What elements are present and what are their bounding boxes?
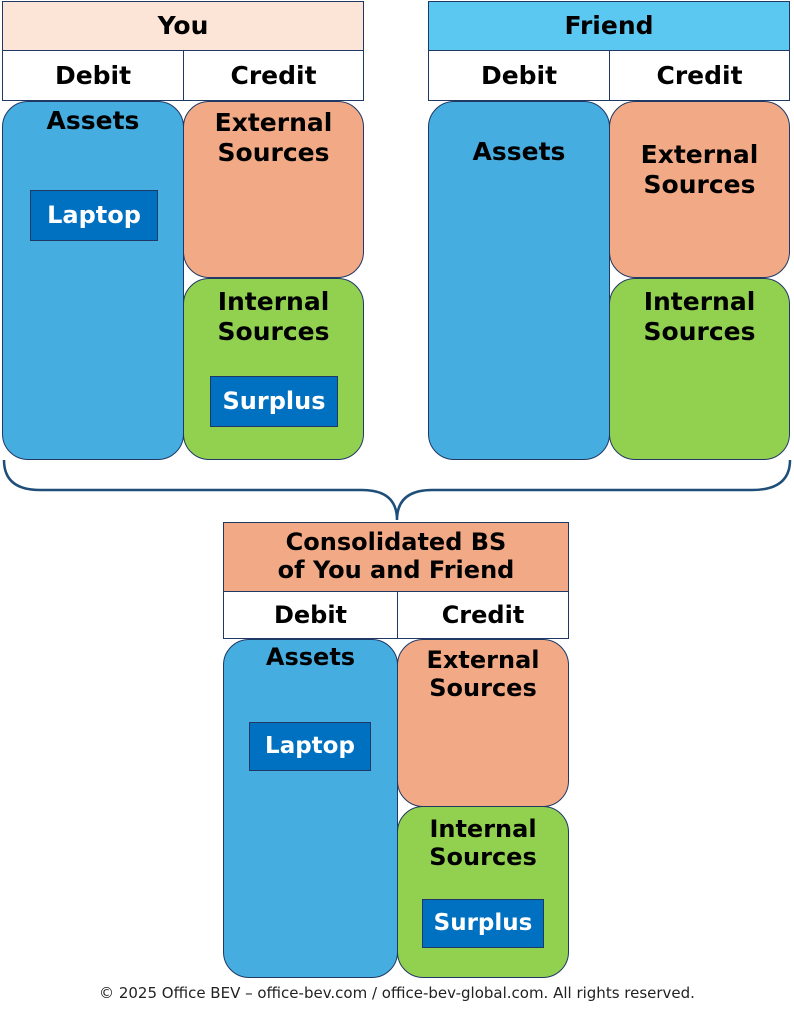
- you-credit-header: Credit: [183, 50, 364, 101]
- friend-internal-label-2: Sources: [643, 316, 756, 346]
- friend-credit-label: Credit: [656, 61, 743, 90]
- friend-debit-label: Debit: [480, 61, 558, 90]
- friend-title: Friend: [564, 10, 654, 40]
- consolidated-title-line-1: Consolidated BS: [285, 528, 507, 557]
- you-debit-header: Debit: [2, 50, 184, 101]
- you-laptop-tag: Laptop: [30, 190, 158, 241]
- you-laptop-label: Laptop: [47, 201, 141, 230]
- friend-internal-label-1: Internal: [643, 287, 756, 316]
- friend-internal-sources-block: Internal Sources: [609, 278, 790, 460]
- consolidated-assets-label: Assets: [265, 643, 356, 671]
- consolidated-internal-label-1: Internal: [429, 815, 537, 843]
- you-external-label-2: Sources: [217, 137, 330, 167]
- you-surplus-label: Surplus: [222, 387, 326, 416]
- consolidated-surplus-tag: Surplus: [422, 899, 544, 948]
- you-surplus-tag: Surplus: [210, 376, 338, 427]
- consolidated-internal-label-2: Sources: [429, 843, 537, 872]
- consolidated-external-label-1: External: [426, 646, 540, 674]
- consolidated-internal-sources-block: Internal Sources Surplus: [397, 806, 569, 978]
- friend-assets-block: Assets: [428, 101, 610, 460]
- consolidated-laptop-label: Laptop: [265, 732, 355, 759]
- consolidated-external-label-2: Sources: [429, 674, 537, 703]
- you-internal-sources-block: Internal Sources Surplus: [183, 278, 364, 460]
- friend-external-label-1: External: [640, 140, 759, 169]
- consolidated-laptop-tag: Laptop: [249, 722, 371, 771]
- you-credit-label: Credit: [230, 61, 317, 90]
- friend-assets-label: Assets: [472, 137, 566, 166]
- you-external-sources-block: External Sources: [183, 101, 364, 278]
- friend-credit-header: Credit: [609, 50, 790, 101]
- you-debit-label: Debit: [54, 61, 132, 90]
- you-external-label-1: External: [214, 108, 333, 137]
- you-internal-label-1: Internal: [217, 287, 330, 316]
- friend-debit-header: Debit: [428, 50, 610, 101]
- friend-header: Friend: [428, 1, 790, 51]
- you-internal-label-2: Sources: [217, 316, 330, 346]
- consolidated-title-line-2: of You and Friend: [277, 556, 515, 584]
- consolidated-assets-block: Assets Laptop: [223, 639, 398, 978]
- consolidated-surplus-label: Surplus: [433, 909, 533, 936]
- copyright-footer: © 2025 Office BEV – office-bev.com / off…: [99, 984, 695, 1002]
- consolidated-header: Consolidated BS of You and Friend: [223, 522, 569, 592]
- you-assets-block: Assets Laptop: [2, 101, 184, 460]
- friend-external-sources-block: External Sources: [609, 101, 790, 278]
- friend-external-label-2: Sources: [643, 169, 756, 199]
- you-title: You: [157, 10, 209, 40]
- consolidated-debit-label: Debit: [273, 601, 348, 629]
- consolidated-external-sources-block: External Sources: [397, 639, 569, 807]
- consolidated-credit-header: Credit: [397, 591, 569, 639]
- consolidated-debit-header: Debit: [223, 591, 398, 639]
- you-assets-label: Assets: [46, 106, 140, 135]
- you-header: You: [2, 1, 364, 51]
- consolidated-credit-label: Credit: [441, 601, 525, 629]
- consolidation-brace: [2, 459, 792, 521]
